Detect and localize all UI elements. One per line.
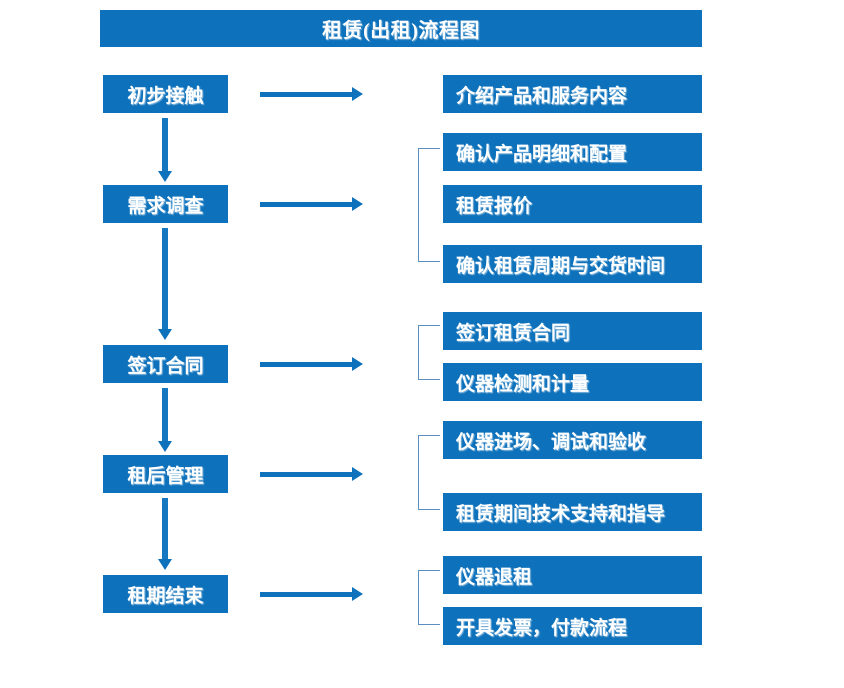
horizontal-arrow-2 — [260, 197, 363, 211]
arrow-head-right-icon — [352, 357, 363, 371]
arrow-shaft — [260, 362, 354, 367]
vertical-arrow-4 — [158, 498, 172, 570]
arrow-shaft — [260, 92, 354, 97]
process-box-zuhou-guanli[interactable]: 租后管理 — [103, 455, 228, 493]
arrow-head-down-icon — [158, 329, 172, 340]
detail-box-qianding-zulin-hetong[interactable]: 签订租赁合同 — [443, 312, 702, 350]
process-box-qianding-hetong[interactable]: 签订合同 — [103, 345, 228, 383]
page-title: 租赁(出租)流程图 — [100, 10, 702, 47]
horizontal-arrow-1 — [260, 87, 363, 101]
detail-box-zulin-qijian-zhichi[interactable]: 租赁期间技术支持和指导 — [443, 493, 702, 531]
bracket-group-3 — [418, 325, 440, 380]
arrow-shaft — [162, 118, 168, 171]
vertical-arrow-2 — [158, 228, 172, 340]
horizontal-arrow-3 — [260, 357, 363, 371]
arrow-shaft — [260, 472, 354, 477]
horizontal-arrow-5 — [260, 587, 363, 601]
detail-box-jieshao-chanpin-fuwu[interactable]: 介绍产品和服务内容 — [443, 75, 702, 113]
detail-box-yiqi-jinchang-tiaoshi[interactable]: 仪器进场、调试和验收 — [443, 421, 702, 459]
horizontal-arrow-4 — [260, 467, 363, 481]
arrow-head-down-icon — [158, 171, 172, 182]
arrow-head-right-icon — [352, 197, 363, 211]
arrow-head-right-icon — [352, 587, 363, 601]
process-box-zuqi-jieshu[interactable]: 租期结束 — [103, 575, 228, 613]
process-box-xuqiu-diaocha[interactable]: 需求调查 — [103, 185, 228, 223]
bracket-group-2 — [418, 148, 440, 262]
detail-box-kaiju-fapiao-fukuan[interactable]: 开具发票，付款流程 — [443, 607, 702, 645]
arrow-head-down-icon — [158, 441, 172, 452]
detail-box-yiqi-jiance-jiliang[interactable]: 仪器检测和计量 — [443, 363, 702, 401]
arrow-head-right-icon — [352, 87, 363, 101]
arrow-shaft — [162, 498, 168, 559]
process-box-chubu-jiechu[interactable]: 初步接触 — [103, 75, 228, 113]
detail-box-zulin-baojia[interactable]: 租赁报价 — [443, 185, 702, 223]
detail-box-queren-chanpin-mingxi[interactable]: 确认产品明细和配置 — [443, 133, 702, 171]
vertical-arrow-3 — [158, 388, 172, 452]
arrow-shaft — [162, 388, 168, 441]
detail-box-yiqi-tuizu[interactable]: 仪器退租 — [443, 556, 702, 594]
arrow-shaft — [260, 202, 354, 207]
arrow-shaft — [260, 592, 354, 597]
bracket-group-5 — [418, 570, 440, 625]
bracket-group-4 — [418, 435, 440, 510]
arrow-shaft — [162, 228, 168, 329]
arrow-head-down-icon — [158, 559, 172, 570]
vertical-arrow-1 — [158, 118, 172, 182]
detail-box-queren-zulin-zhouqi[interactable]: 确认租赁周期与交货时间 — [443, 245, 702, 283]
arrow-head-right-icon — [352, 467, 363, 481]
